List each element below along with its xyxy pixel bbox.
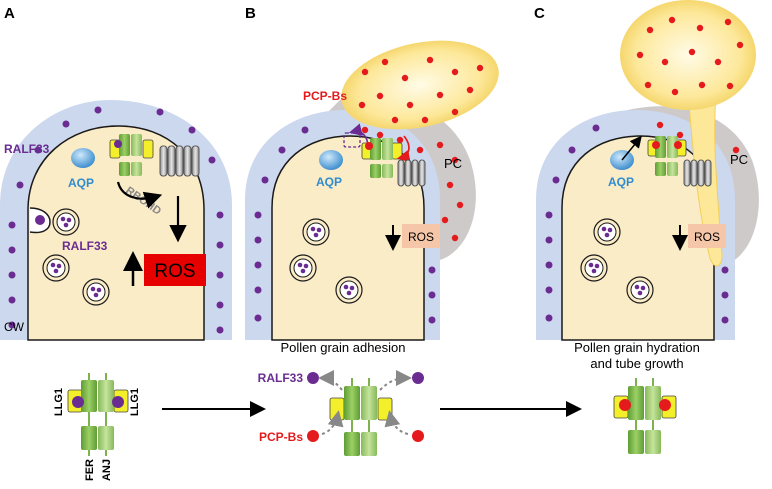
bottom-anj-label: ANJ — [101, 459, 113, 481]
panel-a-ralf-label-top: RALF33 — [4, 142, 50, 156]
panel-c-letter: C — [534, 5, 545, 22]
bottom-fer-label: FER — [84, 459, 96, 481]
panel-b-aqp-label: AQP — [316, 175, 342, 189]
bottom-scheme: LLG1 LLG1 FER ANJ RALF33 PCP-Bs — [53, 370, 677, 481]
bottom-llg1-right: LLG1 — [129, 388, 141, 416]
panel-c-papilla-pcp-dots — [656, 121, 740, 154]
panel-a-cytoplasm — [27, 125, 205, 341]
panel-a-letter: A — [4, 5, 15, 22]
bottom-complex-3 — [613, 378, 677, 454]
panel-b-pollen-grain — [341, 40, 499, 130]
panel-c-rbohd — [683, 159, 712, 187]
panel-c-ros-label: ROS — [694, 230, 720, 244]
panel-a-receptor-complex — [109, 134, 154, 176]
panel-b-rbohd — [397, 159, 426, 187]
panel-a-aqp — [71, 148, 95, 168]
panel-b-letter: B — [245, 5, 256, 22]
panel-a-ralf-label-mid: RALF33 — [62, 239, 108, 253]
bottom-ralf-release-arrow-left — [318, 370, 343, 391]
bottom-released-ralf-right — [412, 372, 424, 384]
bottom-ralf-release-arrow-right — [379, 370, 412, 391]
panel-b-pollen-pcp-dots — [358, 56, 484, 124]
panel-c-pc-label: PC — [730, 152, 748, 167]
bottom-released-ralf-left — [307, 372, 319, 384]
panel-c: C PC — [534, 0, 759, 371]
panel-b-papilla-pcp-dots — [361, 126, 464, 242]
panel-c-caption-line1: Pollen grain hydration — [574, 340, 700, 355]
panel-a-ros-box — [144, 254, 206, 286]
panel-b-wall-ralf-dots — [254, 126, 436, 324]
panel-c-vesicle — [626, 276, 654, 304]
panel-c-vesicle — [593, 218, 621, 246]
bottom-ralf-label: RALF33 — [258, 371, 304, 385]
bottom-pcp-label: PCP-Bs — [259, 430, 303, 444]
panel-c-vesicle — [580, 254, 608, 282]
bottom-complex-1 — [67, 373, 129, 456]
panel-b: B PCP-Bs PC — [245, 5, 499, 355]
panel-c-water-arrow — [621, 135, 642, 161]
panel-c-pollen-pcp-dots — [636, 16, 744, 96]
panel-c-aqp-label: AQP — [608, 175, 634, 189]
panel-b-vesicle — [289, 254, 317, 282]
panel-a: A RALF33 — [0, 5, 232, 341]
panel-b-ros-label: ROS — [408, 230, 434, 244]
panel-b-vesicle — [302, 218, 330, 246]
bottom-pcp-right — [412, 430, 424, 442]
panel-a-wall-ralf-dots — [8, 106, 224, 334]
panel-a-rbohd — [159, 145, 200, 177]
panel-a-endocytic-pit — [29, 207, 51, 234]
bottom-pcp-bind-arrow-right — [384, 410, 409, 435]
panel-c-ros-box — [688, 224, 726, 248]
bottom-llg1-left: LLG1 — [53, 388, 65, 416]
panel-b-pc-label: PC — [444, 156, 462, 171]
panel-c-caption-line2: and tube growth — [590, 356, 683, 371]
panel-a-aqp-label: AQP — [68, 176, 94, 190]
panel-c-pollen-grain — [620, 0, 756, 110]
panel-c-wall-ralf-dots — [545, 124, 729, 324]
panel-a-ros-label: ROS — [154, 261, 195, 282]
bottom-pcp-left — [307, 430, 319, 442]
panel-b-caption: Pollen grain adhesion — [280, 340, 405, 355]
panel-b-aqp — [319, 150, 343, 170]
panel-b-vesicle — [335, 276, 363, 304]
panel-b-pcp-arrow — [396, 135, 411, 163]
panel-a-vesicle — [42, 254, 70, 282]
bottom-complex-2 — [329, 378, 393, 456]
panel-a-vesicle — [52, 208, 80, 236]
bottom-pcp-bind-arrow-left — [321, 410, 344, 435]
panel-a-cw-label: CW — [4, 320, 25, 334]
panel-c-receptor-complex — [647, 136, 687, 176]
panel-a-activation-arrow — [116, 181, 163, 209]
panel-a-vesicle — [82, 278, 110, 306]
panel-b-pcp-label: PCP-Bs — [303, 89, 347, 103]
panel-b-ros-box — [402, 224, 440, 248]
